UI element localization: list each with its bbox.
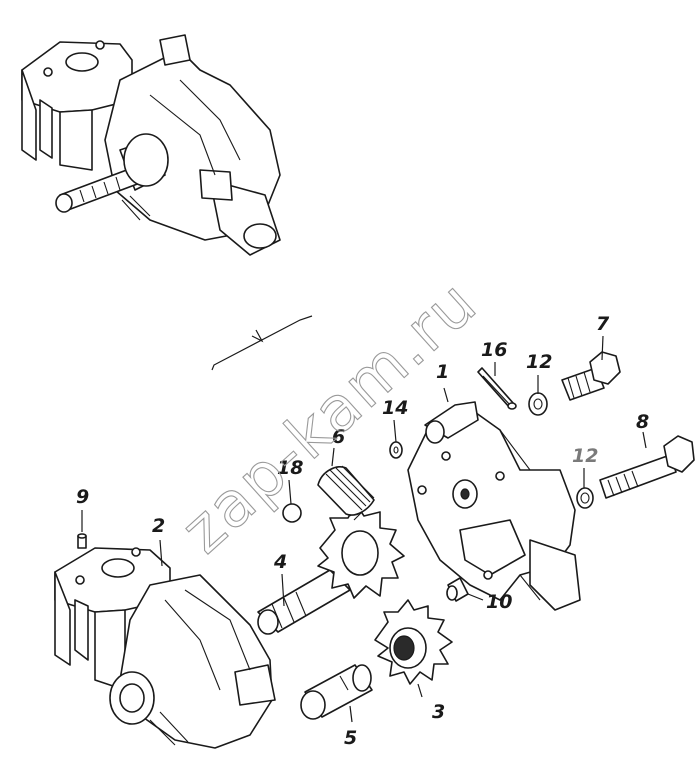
part-10-pin	[446, 577, 469, 602]
callout-14: 14	[382, 397, 408, 419]
callout-18: 18	[277, 457, 303, 479]
assembled-oil-pump	[21, 34, 281, 256]
callout-1: 1	[436, 361, 449, 383]
callout-3: 3	[432, 701, 445, 723]
callout-4: 4	[273, 551, 287, 573]
callout-6: 6	[332, 426, 345, 448]
callout-labels: 1 2 3 4 5 6 7 8 9 10 12 12 14 16 18	[76, 313, 649, 749]
part-8-long-bolt	[599, 435, 695, 499]
part-5-bushing	[300, 664, 373, 720]
callout-7: 7	[596, 313, 610, 335]
part-2-pump-body	[54, 547, 276, 749]
part-18-ball	[282, 503, 302, 523]
part-14-washer	[389, 441, 403, 459]
callout-12-lower: 12	[572, 445, 598, 467]
callout-10: 10	[486, 591, 512, 613]
callout-16: 16	[481, 339, 507, 361]
callout-12-upper: 12	[526, 351, 552, 373]
part-16-cotter-pin	[477, 367, 517, 410]
part-1-pump-cover	[407, 401, 581, 611]
part-3-driven-gear	[374, 599, 453, 685]
callout-2: 2	[152, 515, 165, 537]
part-12-washer-upper	[528, 392, 548, 416]
part-7-bolt	[561, 351, 621, 401]
part-12-washer-lower	[576, 487, 594, 509]
part-6-spring	[317, 465, 375, 521]
leader-lines	[81, 335, 647, 723]
assembly-arrow	[211, 315, 313, 371]
callout-5: 5	[344, 727, 357, 749]
part-9-pin	[77, 533, 87, 549]
part-4-drive-gear-shaft	[257, 503, 405, 635]
callout-9: 9	[76, 486, 89, 508]
callout-8: 8	[636, 411, 649, 433]
